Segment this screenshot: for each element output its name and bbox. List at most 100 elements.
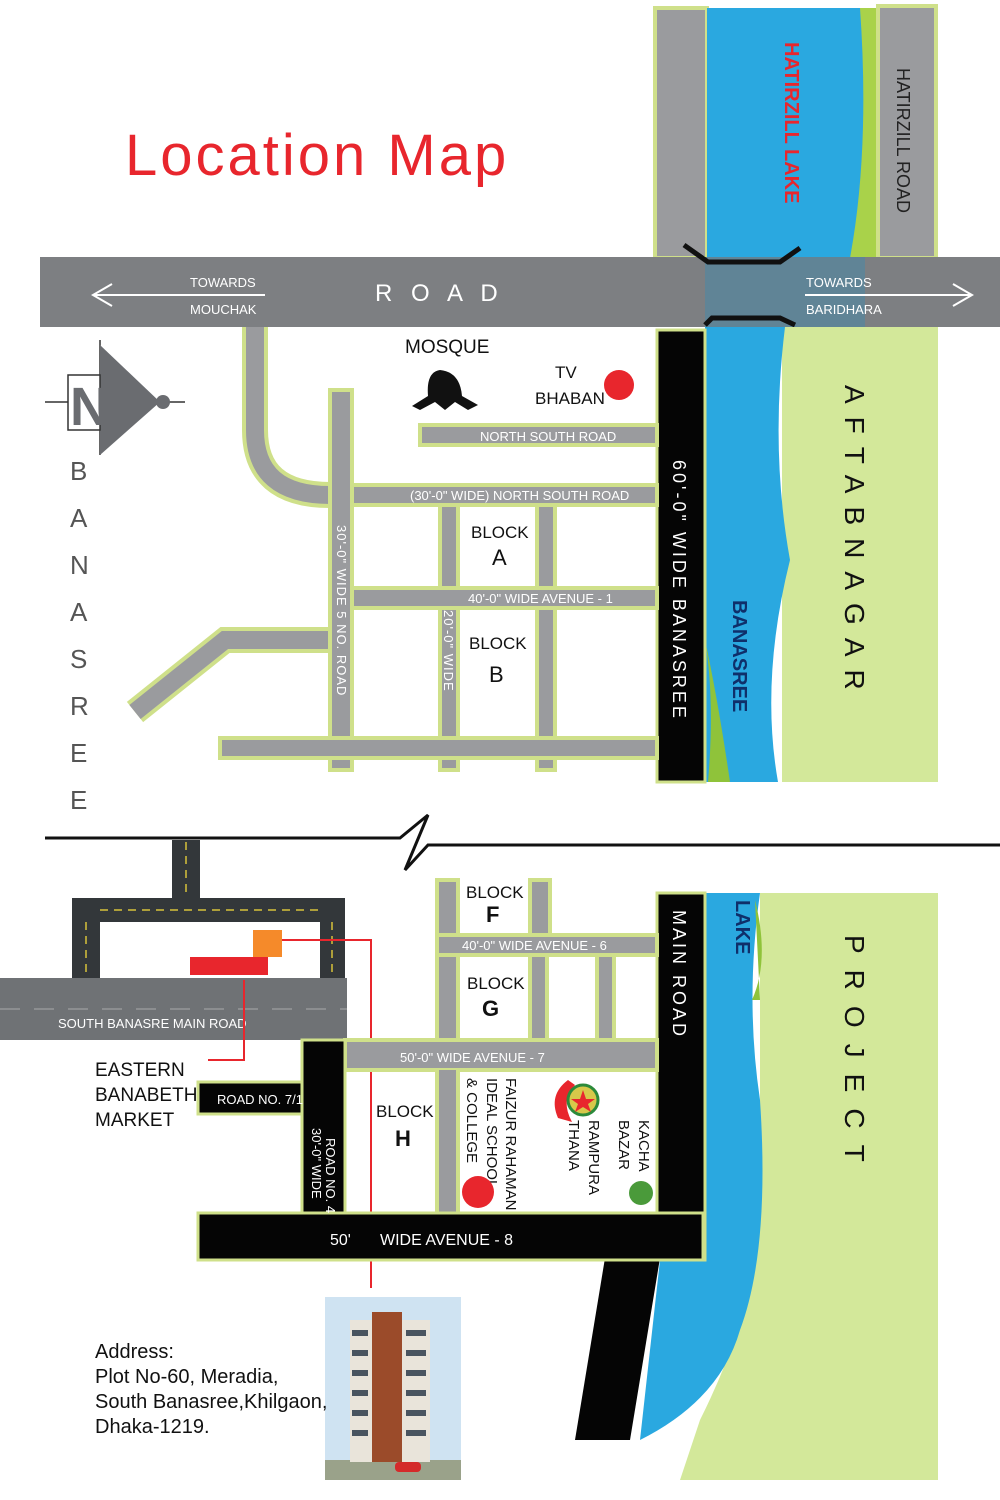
school-marker — [462, 1176, 494, 1208]
block-f-letter: F — [486, 902, 499, 927]
bridge-rails — [682, 242, 802, 328]
towards-right: TOWARDS — [806, 275, 872, 290]
north-south-prefix: (30'-0" WIDE) — [410, 488, 489, 503]
area-letter: B — [70, 456, 87, 486]
block-a-label: BLOCK — [471, 523, 529, 542]
north-south-road — [418, 423, 659, 447]
road-no-4 — [300, 1038, 347, 1218]
lower-vertical-road — [528, 953, 549, 1044]
area-letter: A — [70, 597, 88, 627]
arrow-right-icon — [805, 283, 974, 307]
school-label-3: & COLLEGE — [463, 1078, 480, 1163]
market-label-1: EASTERN — [95, 1060, 185, 1081]
market-marker — [190, 957, 268, 975]
avenue-1 — [350, 586, 659, 610]
address-block: Address: Plot No-60, Meradia, South Bana… — [95, 1340, 327, 1440]
project-site-marker — [253, 930, 282, 957]
pointer-line — [282, 939, 372, 1288]
tv-label-2: BHABAN — [535, 389, 605, 408]
block-h-label: BLOCK — [376, 1102, 434, 1121]
block-b-letter: B — [489, 662, 504, 687]
hatirzill-lake-label: HATIRZILL LAKE — [780, 42, 802, 203]
lower-vertical-road — [439, 1070, 456, 1213]
area-letter: A — [70, 503, 88, 533]
avenue-6-label: 40'-0" WIDE AVENUE - 6 — [462, 938, 607, 953]
arrow-left-icon — [91, 283, 265, 307]
block-g-label: BLOCK — [467, 974, 525, 993]
lower-lake — [640, 893, 763, 1440]
curved-road — [246, 327, 331, 504]
block-f-label: BLOCK — [466, 883, 524, 902]
mosque-label: MOSQUE — [405, 337, 489, 358]
north-south-road-label: NORTH SOUTH ROAD — [480, 429, 616, 444]
road-5-label: 30'-0" WIDE 5 NO. ROAD — [334, 525, 349, 696]
avenue-8-width: 50' — [330, 1232, 351, 1249]
towards-left: TOWARDS — [190, 275, 256, 290]
lake-bank — [705, 640, 730, 782]
main-road-label: MAIN ROAD — [669, 910, 689, 1039]
main-road — [40, 257, 1000, 327]
hatirzill-road-label: HATIRZILL ROAD — [893, 68, 913, 213]
banasree-lake-label: BANASREE — [728, 600, 750, 712]
top-road — [653, 6, 709, 260]
vertical-road — [535, 503, 557, 772]
road-71-label: ROAD NO. 7/1 — [217, 1092, 303, 1107]
tv-label-1: TV — [555, 363, 577, 382]
market-label-2: BANABETHI — [95, 1085, 203, 1106]
south-road-label: SOUTH BANASRE MAIN ROAD — [58, 1016, 247, 1031]
bazar-marker — [629, 1181, 653, 1205]
area-letter: E — [70, 738, 87, 768]
bottom-road — [218, 736, 659, 760]
block-b-label: BLOCK — [469, 634, 527, 653]
address-line: Plot No-60, Meradia, — [95, 1366, 279, 1388]
banasree-road-label: 60'-0" WIDE BANASREE — [669, 460, 689, 721]
thana-label-2: THANA — [565, 1120, 582, 1171]
avenue-7 — [343, 1038, 659, 1072]
north-letter: N — [70, 377, 109, 437]
area-letter: R — [70, 691, 89, 721]
block-g-letter: G — [482, 996, 499, 1021]
block-a-letter: A — [492, 545, 507, 570]
thana-label-1: RAMPURA — [585, 1120, 602, 1195]
area-letter: N — [70, 550, 89, 580]
road-20-wide — [438, 503, 460, 772]
lake-bank — [850, 8, 880, 258]
avenue-8-label: WIDE AVENUE - 8 — [380, 1232, 513, 1249]
tv-bhaban-marker — [604, 370, 634, 400]
market-pointer-line — [208, 980, 245, 1061]
avenue-1-label: 40'-0" WIDE AVENUE - 1 — [468, 591, 613, 606]
road-4-label-2: 30'-0" WIDE — [309, 1128, 324, 1199]
road-4-label-1: ROAD NO. 4 — [323, 1138, 338, 1213]
banasree-road — [655, 328, 707, 784]
diagonal-road — [129, 631, 340, 720]
hatirzill-road — [876, 4, 938, 260]
lower-vertical-road — [595, 953, 616, 1044]
road-20-label: 20'-0" WIDE — [441, 610, 456, 692]
hatirzill-lake — [707, 8, 865, 258]
road-label: R O A D — [375, 280, 504, 307]
school-label-2: IDEAL SCHOOL — [483, 1078, 500, 1188]
lower-vertical-road — [528, 878, 552, 940]
junction — [332, 487, 350, 505]
aftabnagar-label: AFTABNAGAR — [839, 385, 870, 703]
mouchak-label: MOUCHAK — [190, 302, 257, 317]
area-letter: E — [70, 785, 87, 815]
lake-label: LAKE — [731, 900, 753, 954]
address-line: South Banasree,Khilgaon, — [95, 1391, 328, 1413]
avenue-8 — [196, 1211, 705, 1262]
building-image — [325, 1297, 461, 1480]
north-south-wide-label: NORTH SOUTH ROAD — [493, 488, 629, 503]
address-line: Dhaka-1219. — [95, 1416, 210, 1438]
map-break-line — [45, 813, 1000, 872]
police-badge-icon — [554, 1080, 600, 1122]
banasree-lake — [705, 327, 790, 782]
project-area — [680, 893, 938, 1480]
project-label: PROJECT — [839, 935, 870, 1178]
bazar-label-2: BAZAR — [615, 1120, 632, 1170]
bazar-label-1: KACHA — [635, 1120, 652, 1172]
baridhara-label: BARIDHARA — [806, 302, 882, 317]
north-arrow-icon: N — [45, 340, 185, 455]
aftabnagar-area — [782, 327, 938, 782]
